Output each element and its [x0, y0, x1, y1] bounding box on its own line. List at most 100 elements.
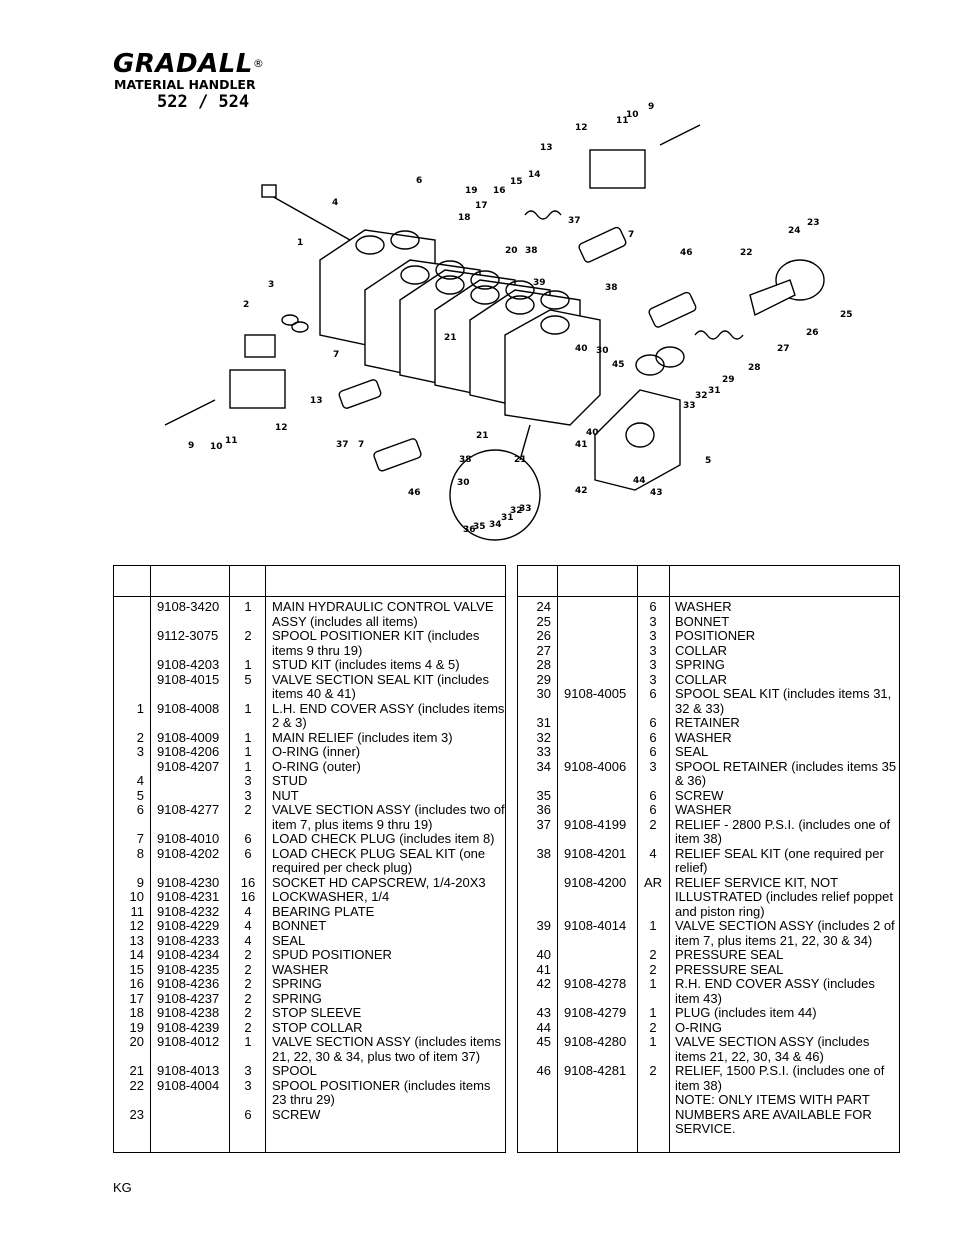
quantity: 4	[649, 845, 657, 861]
quantity: 2	[244, 802, 252, 817]
quantity: 2	[649, 1019, 657, 1035]
part-number: 9108-4278	[564, 976, 627, 991]
description: SOCKET HD CAPSCREW, 1/4-20X3	[272, 874, 486, 890]
part-number: 9112-3075	[157, 628, 219, 643]
part-number: 9108-4201	[564, 845, 627, 861]
svg-text:33: 33	[683, 401, 696, 411]
description: SPRING	[675, 657, 725, 672]
quantity: 1	[649, 1034, 657, 1049]
item-number: 6	[136, 802, 144, 817]
description: VALVE SECTION ASSY (includes items 21, 2…	[675, 1034, 870, 1064]
part-number: 9108-4239	[157, 1019, 220, 1035]
quantity: 6	[649, 787, 657, 803]
quantity: 3	[244, 1063, 252, 1078]
svg-text:32: 32	[695, 391, 708, 401]
svg-text:38: 38	[605, 283, 618, 293]
part-number: 9108-4199	[564, 816, 627, 832]
part-number: 9108-4005	[564, 686, 627, 701]
description: SEAL	[272, 932, 306, 948]
item-number: 2	[136, 729, 144, 745]
quantity: 1	[244, 758, 252, 774]
item-number: 36	[536, 802, 551, 817]
part-number: 9108-4232	[157, 903, 220, 919]
description: COLLAR	[675, 642, 728, 658]
item-number: 8	[136, 845, 144, 861]
svg-text:38: 38	[459, 455, 472, 465]
item-number	[114, 673, 150, 702]
description: SPOOL SEAL KIT (includes items 31, 32 & …	[675, 686, 892, 716]
quantity: 3	[649, 642, 657, 658]
item-number: 12	[129, 918, 144, 933]
svg-text:37: 37	[336, 440, 349, 450]
description: VALVE SECTION ASSY (includes two of item…	[272, 802, 505, 832]
svg-text:18: 18	[458, 213, 471, 223]
description: SPRING	[272, 990, 322, 1006]
quantity: 6	[244, 845, 252, 861]
part-number	[557, 629, 637, 644]
description: O-RING (outer)	[272, 758, 361, 774]
svg-text:23: 23	[807, 218, 820, 228]
description: WASHER	[272, 961, 329, 977]
svg-text:1: 1	[297, 238, 303, 248]
quantity: 1	[244, 729, 252, 745]
description: WASHER	[675, 729, 732, 745]
item-number: 32	[536, 729, 551, 745]
svg-text:12: 12	[575, 123, 588, 133]
item-number: 39	[536, 918, 551, 933]
description: STOP COLLAR	[272, 1019, 363, 1035]
item-number: 33	[536, 744, 551, 759]
svg-text:7: 7	[628, 230, 634, 240]
quantity: 4	[244, 932, 252, 948]
part-number: 9108-4236	[157, 976, 220, 991]
quantity: 16	[240, 874, 256, 890]
svg-text:28: 28	[748, 363, 761, 373]
table-row: NOTE: ONLY ITEMS WITH PART NUMBERS ARE A…	[518, 1092, 899, 1137]
item-number: 17	[129, 990, 144, 1006]
item-number: 42	[536, 976, 551, 991]
description: SPOOL	[272, 1063, 317, 1078]
svg-text:20: 20	[505, 246, 518, 256]
item-number: 38	[536, 845, 551, 861]
quantity: 3	[244, 1077, 252, 1093]
quantity: 1	[244, 599, 252, 614]
svg-text:42: 42	[575, 486, 588, 496]
svg-text:2: 2	[243, 300, 249, 310]
svg-text:30: 30	[596, 346, 609, 356]
part-number: 9108-4202	[157, 845, 220, 861]
description: VALVE SECTION ASSY (includes items 21, 2…	[272, 1034, 502, 1064]
part-number: 9108-4009	[157, 729, 220, 745]
quantity: 2	[649, 947, 657, 962]
description: WASHER	[675, 599, 732, 614]
item-number: 21	[129, 1063, 144, 1078]
part-number: 9108-4200	[564, 874, 627, 890]
quantity: 2	[649, 816, 657, 832]
part-number: 9108-4008	[157, 700, 220, 716]
part-number: 9108-4281	[564, 1063, 627, 1078]
description: O-RING	[675, 1019, 722, 1035]
item-number: 40	[536, 947, 551, 962]
item-number: 43	[536, 1005, 551, 1020]
quantity: 2	[244, 961, 252, 977]
part-number	[557, 673, 637, 688]
part-number: 9108-4277	[157, 802, 220, 817]
table-header	[114, 565, 505, 597]
item-number: 41	[536, 961, 551, 977]
description: SPOOL RETAINER (includes items 35 & 36)	[675, 758, 897, 788]
svg-text:25: 25	[840, 310, 853, 320]
quantity: 1	[244, 1034, 252, 1049]
quantity: 6	[244, 1106, 252, 1122]
svg-text:27: 27	[777, 344, 790, 354]
